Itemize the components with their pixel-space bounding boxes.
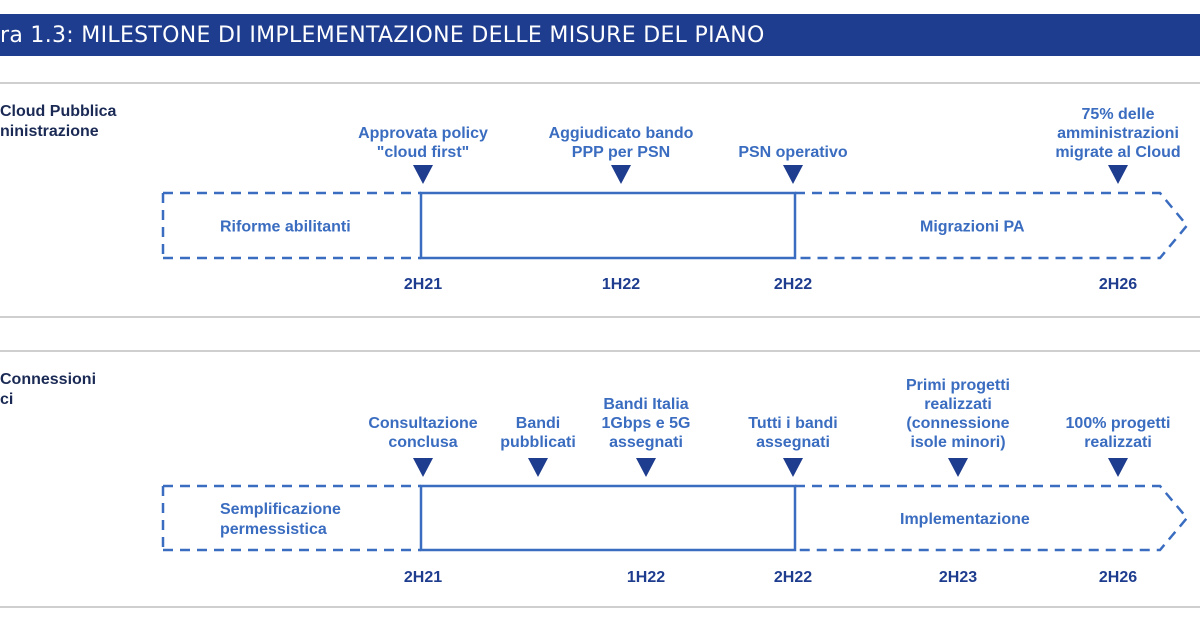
- milestone-marker-icon: [1108, 165, 1128, 184]
- milestone-label: assegnati: [756, 434, 830, 451]
- milestone-marker-icon: [948, 458, 968, 477]
- section-label-line: ninistrazione: [0, 123, 99, 140]
- milestone-label: PSN operativo: [738, 144, 848, 161]
- milestone-marker-icon: [636, 458, 656, 477]
- milestone-label: (connessione: [906, 415, 1009, 432]
- milestone-label: Consultazione: [368, 415, 477, 432]
- band-left-dashed: [161, 484, 421, 552]
- milestone-label: realizzati: [1084, 434, 1152, 451]
- milestone-marker-icon: [783, 458, 803, 477]
- divider: [0, 82, 1200, 84]
- milestone-label: realizzati: [924, 396, 992, 413]
- milestone-label: Approvata policy: [358, 125, 488, 142]
- milestone-marker-icon: [1108, 458, 1128, 477]
- band-right-arrow: [795, 484, 1189, 552]
- band-label-left: permessistica: [220, 521, 327, 538]
- milestone-label: migrate al Cloud: [1055, 144, 1180, 161]
- milestone-marker-icon: [783, 165, 803, 184]
- milestone-label: Primi progetti: [906, 377, 1010, 394]
- band-solid: [419, 191, 797, 260]
- band-label-right: Implementazione: [900, 511, 1030, 528]
- milestone-label: pubblicati: [500, 434, 576, 451]
- milestone-label: conclusa: [388, 434, 457, 451]
- milestone-label: Tutti i bandi: [748, 415, 837, 432]
- milestone-label: "cloud first": [377, 144, 470, 161]
- title-bar: ra 1.3: MILESTONE DI IMPLEMENTAZIONE DEL…: [0, 14, 1200, 56]
- section-label-line: ci: [0, 391, 14, 408]
- milestone-label: Bandi: [516, 415, 560, 432]
- milestone-label: 1Gbps e 5G: [602, 415, 691, 432]
- milestone-label: Aggiudicato bando: [549, 125, 694, 142]
- date-label: 1H22: [627, 569, 665, 586]
- date-label: 2H26: [1099, 569, 1137, 586]
- milestone-label: 100% progetti: [1066, 415, 1171, 432]
- milestone-marker-icon: [528, 458, 548, 477]
- milestone-label: amministrazioni: [1057, 125, 1179, 142]
- page-title: ra 1.3: MILESTONE DI IMPLEMENTAZIONE DEL…: [0, 23, 765, 48]
- date-label: 1H22: [602, 276, 640, 293]
- milestone-label: 75% delle: [1082, 106, 1155, 123]
- divider: [0, 316, 1200, 318]
- date-label: 2H26: [1099, 276, 1137, 293]
- milestone-label: Bandi Italia: [603, 396, 688, 413]
- divider: [0, 350, 1200, 352]
- section-label-connessioni: Connessioni ci: [0, 370, 96, 410]
- date-label: 2H22: [774, 276, 812, 293]
- band-solid: [419, 484, 797, 552]
- milestone-marker-icon: [611, 165, 631, 184]
- band-left-dashed: [161, 191, 421, 260]
- section-label-line: Connessioni: [0, 371, 97, 388]
- divider: [0, 606, 1200, 608]
- band-right-arrow: [795, 191, 1189, 260]
- band-label-right: Migrazioni PA: [920, 219, 1025, 236]
- milestone-marker-icon: [413, 165, 433, 184]
- milestone-label: PPP per PSN: [572, 144, 670, 161]
- date-label: 2H21: [404, 569, 442, 586]
- section-label-line: Cloud Pubblica: [0, 103, 117, 120]
- date-label: 2H23: [939, 569, 977, 586]
- date-label: 2H21: [404, 276, 442, 293]
- timeline-cloud: Riforme abilitanti Migrazioni PA Approvata…: [161, 106, 1189, 293]
- milestone-marker-icon: [413, 458, 433, 477]
- band-label-left: Riforme abilitanti: [220, 219, 351, 236]
- section-label-cloud: Cloud Pubblica ninistrazione: [0, 102, 116, 142]
- milestone-label: assegnati: [609, 434, 683, 451]
- timeline-connessioni: Semplificazione permessistica Implementazi…: [161, 377, 1189, 586]
- milestone-label: isole minori): [910, 434, 1005, 451]
- band-label-left: Semplificazione: [220, 501, 341, 518]
- date-label: 2H22: [774, 569, 812, 586]
